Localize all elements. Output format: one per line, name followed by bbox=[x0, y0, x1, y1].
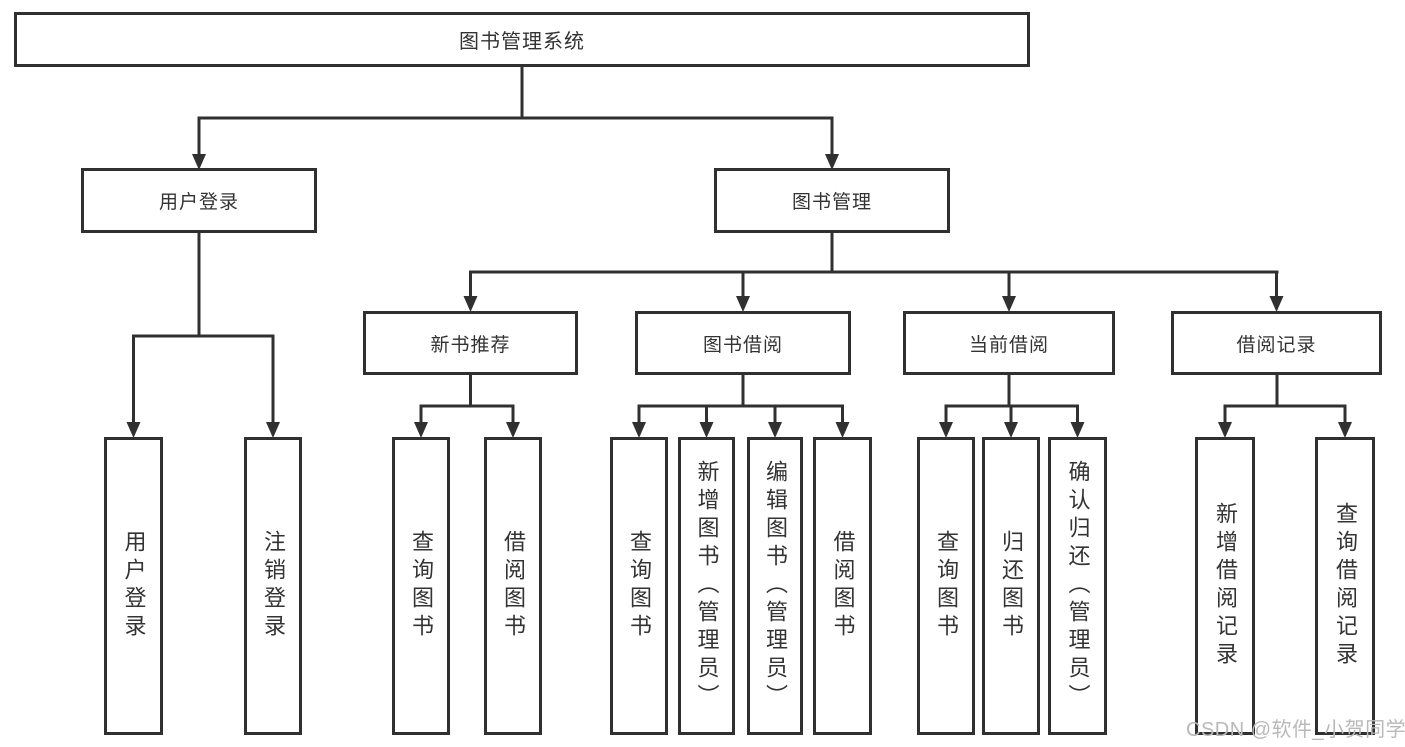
leaf-edit-book-admin: 编辑图书（管理员） bbox=[747, 437, 803, 735]
arrow-down-icon bbox=[736, 296, 750, 312]
leaf-add-borrow-record: 新增借阅记录 bbox=[1195, 437, 1255, 735]
arrow-down-icon bbox=[463, 296, 478, 312]
node-library-system: 图书管理系统 bbox=[14, 12, 1030, 67]
leaf-label: 归还图书 bbox=[999, 530, 1024, 642]
leaf-logout: 注销登录 bbox=[244, 437, 302, 735]
node-label: 图书管理 bbox=[791, 192, 872, 213]
arrow-down-icon bbox=[699, 422, 714, 438]
leaf-query-borrow-record: 查询借阅记录 bbox=[1315, 437, 1375, 735]
leaf-label: 查询图书 bbox=[934, 530, 959, 642]
node-label: 借阅记录 bbox=[1236, 334, 1317, 356]
leaf-label: 新增图书（管理员） bbox=[694, 460, 720, 712]
node-label: 当前借阅 bbox=[968, 334, 1049, 356]
leaf-confirm-return-admin: 确认归还（管理员） bbox=[1048, 437, 1107, 735]
leaf-add-book-admin: 新增图书（管理员） bbox=[678, 437, 735, 735]
arrow-down-icon bbox=[1070, 422, 1085, 438]
node-new-book-recommendation: 新书推荐 bbox=[363, 311, 578, 375]
node-book-borrowing: 图书借阅 bbox=[635, 311, 851, 375]
node-user-login: 用户登录 bbox=[81, 168, 317, 233]
arrow-down-icon bbox=[126, 422, 141, 438]
leaf-return-book: 归还图书 bbox=[982, 437, 1040, 735]
arrow-down-icon bbox=[825, 154, 839, 170]
node-label: 新书推荐 bbox=[430, 334, 511, 356]
node-book-management: 图书管理 bbox=[714, 168, 950, 233]
arrow-down-icon bbox=[632, 422, 646, 438]
leaf-label: 确认归还（管理员） bbox=[1065, 460, 1091, 712]
leaf-label: 编辑图书（管理员） bbox=[763, 460, 788, 712]
leaf-borrowing-query-book: 查询图书 bbox=[610, 437, 668, 735]
leaf-newbook-query-book: 查询图书 bbox=[392, 437, 450, 735]
arrow-down-icon bbox=[1269, 296, 1284, 312]
arrow-down-icon bbox=[1338, 422, 1352, 438]
arrow-down-icon bbox=[1004, 422, 1018, 438]
leaf-label: 新增借阅记录 bbox=[1213, 502, 1238, 670]
node-label: 用户登录 bbox=[158, 192, 239, 213]
leaf-user-login: 用户登录 bbox=[104, 437, 163, 735]
arrow-down-icon bbox=[192, 154, 206, 170]
arrow-down-icon bbox=[939, 422, 953, 438]
leaf-label: 注销登录 bbox=[261, 530, 286, 642]
leaf-label: 借阅图书 bbox=[501, 530, 526, 642]
node-label: 图书借阅 bbox=[702, 334, 783, 356]
leaf-newbook-borrow-book: 借阅图书 bbox=[484, 437, 542, 735]
node-borrowing-records: 借阅记录 bbox=[1171, 311, 1382, 375]
node-current-borrowing: 当前借阅 bbox=[903, 311, 1115, 375]
arrow-down-icon bbox=[835, 422, 850, 438]
leaf-label: 用户登录 bbox=[121, 530, 147, 642]
arrow-down-icon bbox=[506, 422, 520, 438]
leaf-label: 借阅图书 bbox=[830, 530, 856, 642]
arrow-down-icon bbox=[768, 422, 782, 438]
leaf-label: 查询图书 bbox=[627, 530, 652, 642]
leaf-current-query-book: 查询图书 bbox=[917, 437, 975, 735]
arrow-down-icon bbox=[1002, 296, 1016, 312]
leaf-borrowing-borrow-book: 借阅图书 bbox=[813, 437, 872, 735]
leaf-label: 查询图书 bbox=[409, 530, 434, 642]
node-label: 图书管理系统 bbox=[459, 31, 585, 53]
csdn-watermark: CSDN @软件_小贺同学 bbox=[1186, 719, 1405, 741]
arrow-down-icon bbox=[266, 422, 280, 438]
arrow-down-icon bbox=[414, 422, 428, 438]
leaf-label: 查询借阅记录 bbox=[1333, 502, 1358, 670]
arrow-down-icon bbox=[1218, 422, 1232, 438]
